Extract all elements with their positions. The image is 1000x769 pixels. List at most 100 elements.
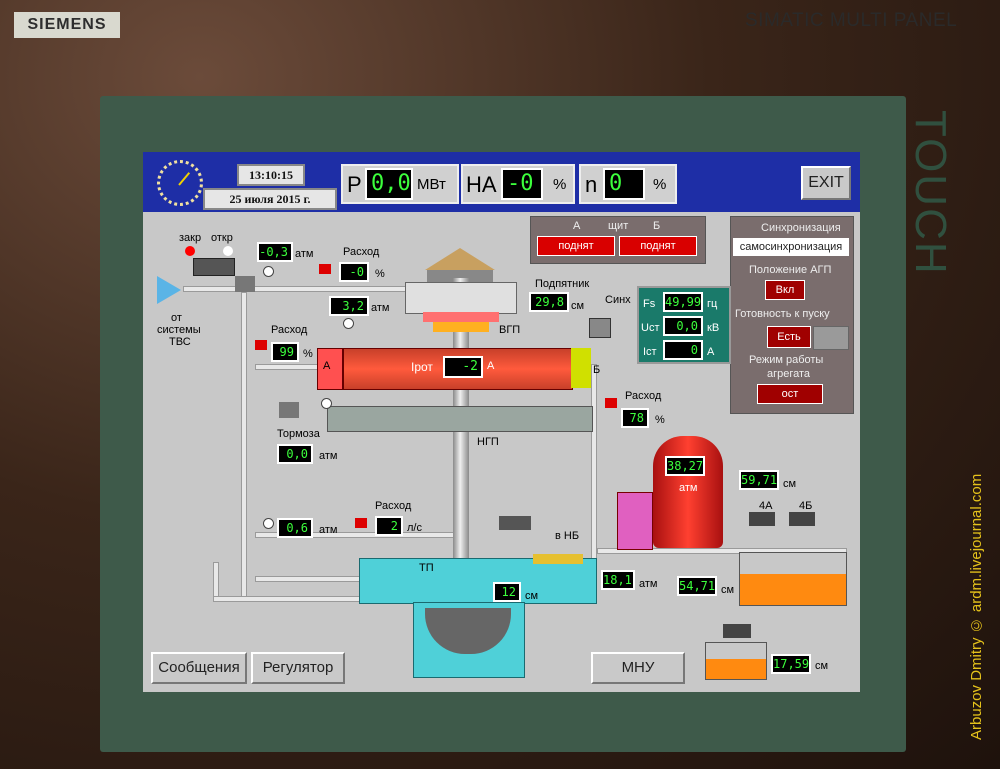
- ready-title: Готовность к пуску: [735, 308, 830, 320]
- sync-mode-value[interactable]: самосинхронизация: [733, 238, 849, 256]
- intake-pipe: [183, 286, 441, 292]
- intake-pressure-value: -0,3: [257, 242, 293, 262]
- intake-funnel-icon: [157, 276, 181, 304]
- agp-status[interactable]: Вкл: [765, 280, 805, 300]
- lower-flow-label: Расход: [375, 500, 412, 512]
- sync-label: Синх: [605, 294, 631, 306]
- open-indicator-icon: [223, 246, 233, 256]
- thrust-level-value: 29,8: [529, 292, 569, 312]
- cooling-flow-value: 99: [271, 342, 299, 362]
- upper-bearing-housing: [405, 282, 517, 314]
- shield-b-status[interactable]: поднят: [619, 236, 697, 256]
- generator-side-b-coil: [571, 348, 591, 388]
- gauge-icon: [343, 318, 354, 329]
- shield-a-status[interactable]: поднят: [537, 236, 615, 256]
- irot-unit: А: [487, 360, 495, 372]
- generator-side-a: [317, 348, 343, 390]
- lower-flow-unit: л/с: [407, 522, 422, 534]
- to-nb-label: в НБ: [555, 530, 580, 542]
- intake-pressure2-value: 3,2: [329, 296, 369, 316]
- pump-4a-label: 4А: [759, 500, 773, 512]
- lower-bearing-housing: [327, 406, 593, 432]
- source-label-1: от: [171, 312, 182, 324]
- thrust-level-unit: см: [571, 300, 585, 312]
- gauge-icon: [263, 266, 274, 277]
- flow-sensor-icon: [255, 340, 267, 350]
- valve-icon[interactable]: [235, 276, 255, 292]
- regulator-button[interactable]: Регулятор: [251, 652, 345, 684]
- power-value: 0,0: [365, 168, 413, 200]
- drain-pump-icon[interactable]: [723, 624, 751, 638]
- power-unit: МВт: [417, 176, 446, 193]
- servomotor-icon: [533, 554, 583, 564]
- pump-motor-icon[interactable]: [789, 512, 815, 526]
- lower-pressure-unit: атм: [319, 524, 338, 536]
- open-label: откр: [211, 232, 233, 244]
- mode-title-2: агрегата: [767, 368, 811, 380]
- intake-flow-label: Расход: [343, 246, 380, 258]
- drain-level-unit: см: [815, 660, 829, 672]
- right-flow-unit: %: [655, 414, 665, 426]
- ngp-label: НГП: [477, 436, 499, 448]
- date-display: 25 июля 2015 г.: [203, 188, 337, 210]
- thrust-label: Подпятник: [535, 278, 590, 290]
- sync-switch-icon[interactable]: [589, 318, 611, 338]
- ist-unit: А: [707, 346, 715, 358]
- header-bar: 13:10:15 25 июля 2015 г. P 0,0 МВт НА -0…: [143, 152, 860, 212]
- lower-pressure-value: 0,6: [277, 518, 313, 538]
- mode-status[interactable]: ост: [757, 384, 823, 404]
- thrust-cap-icon: [425, 248, 495, 270]
- oil-pipe: [597, 548, 847, 554]
- vgp-label: ВГП: [499, 324, 521, 336]
- agp-title: Положение АГП: [749, 264, 832, 276]
- intake-pressure-unit: атм: [295, 248, 314, 260]
- guide-vane-unit: %: [553, 176, 567, 193]
- cooling-flow-unit: %: [303, 348, 313, 360]
- ready-status[interactable]: Есть: [767, 326, 811, 348]
- sync-title: Синхронизация: [761, 222, 841, 234]
- irot-value: -2: [443, 356, 483, 378]
- motor-icon: [193, 258, 235, 276]
- hmi-screen: 13:10:15 25 июля 2015 г. P 0,0 МВт НА -0…: [143, 152, 860, 692]
- servo-value: 12: [493, 582, 521, 602]
- pump-motor-icon: [499, 516, 531, 530]
- fs-label: Fs: [643, 298, 656, 310]
- power-label: P: [347, 172, 362, 197]
- gauge-icon: [263, 518, 274, 529]
- siemens-logo: SIEMENS: [14, 12, 120, 38]
- exit-button[interactable]: EXIT: [801, 166, 851, 200]
- source-label-3: ТВС: [169, 336, 191, 348]
- intake-pressure2-unit: атм: [371, 302, 390, 314]
- pressure-tank: [653, 436, 723, 548]
- time-display: 13:10:15: [237, 164, 305, 186]
- thrust-head-icon: [427, 270, 493, 282]
- mode-title-1: Режим работы: [749, 354, 824, 366]
- ust-unit: кВ: [707, 322, 720, 334]
- brakes-label: Тормоза: [277, 428, 320, 440]
- messages-button[interactable]: Сообщения: [151, 652, 247, 684]
- oil-pressure-unit: атм: [639, 578, 658, 590]
- drain-level-value: 17,59: [771, 654, 811, 674]
- pump-motor-icon[interactable]: [749, 512, 775, 526]
- ist-label: Iст: [643, 346, 657, 358]
- mnu-button[interactable]: МНУ: [591, 652, 685, 684]
- flow-sensor-icon: [605, 398, 617, 408]
- spiral-casing: [359, 558, 597, 604]
- shield-b-label: Б: [653, 220, 661, 232]
- control-cabinet-icon[interactable]: [617, 492, 653, 550]
- fs-unit: гц: [707, 298, 718, 310]
- brake-valve-icon[interactable]: [279, 402, 299, 418]
- generator-side-b-label: Б: [593, 364, 601, 376]
- servo-unit: см: [525, 590, 539, 602]
- brakes-value: 0,0: [277, 444, 313, 464]
- gauge-icon: [321, 398, 332, 409]
- panel-model-label: SIMATIC MULTI PANEL: [745, 10, 958, 31]
- generator-side-a-label: А: [323, 360, 331, 372]
- right-flow-value: 78: [621, 408, 649, 428]
- closed-indicator-icon: [185, 246, 195, 256]
- shield-a-label: А: [573, 220, 581, 232]
- drain-tank: [705, 642, 767, 680]
- sump-level-unit: см: [721, 584, 735, 596]
- power-box: P 0,0 МВт: [341, 164, 459, 204]
- vgp-pad-icon: [423, 312, 499, 322]
